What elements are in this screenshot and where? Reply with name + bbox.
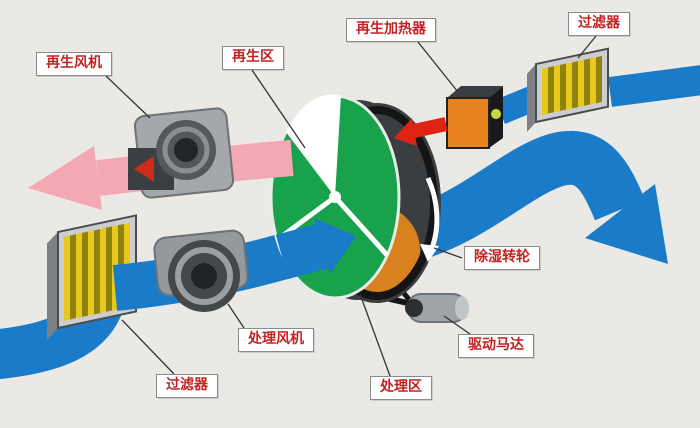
- process-fan-hub: [191, 263, 217, 289]
- label-regen-fan: 再生风机: [36, 52, 112, 76]
- label-process-fan: 处理风机: [238, 328, 314, 352]
- regen-fan-ring: [162, 126, 210, 174]
- wheel-hub: [329, 191, 341, 203]
- filter-top-pleats: [542, 55, 602, 115]
- label-regen-heater: 再生加热器: [346, 18, 436, 42]
- wheel-sector-line-right: [333, 195, 389, 257]
- process-band-tip: [275, 223, 329, 280]
- motor-pulley: [405, 299, 423, 317]
- filter-bottom-side: [47, 232, 58, 340]
- label-process-zone: 处理区: [370, 376, 432, 400]
- callout-line-process-fan: [227, 303, 245, 329]
- callout-line-regen-heater: [417, 41, 459, 93]
- regen-fan-component: [128, 107, 235, 199]
- regen-exhaust-arrowhead-icon: [28, 146, 102, 210]
- regen-fan-flow-arrow-icon: [134, 156, 154, 182]
- process-air-into-wheel: [275, 218, 356, 280]
- regen-heater-component: [446, 86, 503, 149]
- drive-motor-component: [367, 284, 469, 323]
- heater-front-face: [446, 97, 490, 149]
- label-dehumidifier-wheel: 除湿转轮: [464, 246, 540, 270]
- process-arrowhead-icon: [314, 218, 356, 274]
- wheel-regen-sector: [286, 94, 341, 197]
- callout-line-motor: [443, 315, 471, 335]
- label-filter-bottom: 过滤器: [156, 374, 218, 398]
- label-regen-zone: 再生区: [222, 46, 284, 70]
- hot-air-band: [412, 117, 448, 138]
- wheel-rotation-arrow: [425, 176, 440, 249]
- callout-line-process-zone: [359, 293, 391, 377]
- callout-lines: [105, 35, 597, 377]
- outlet-band: [393, 130, 645, 265]
- filter-top-component: [527, 47, 609, 132]
- motor-end-cap: [455, 296, 469, 320]
- outlet-arrowhead-icon: [585, 184, 668, 264]
- hot-air-arrowhead-icon: [394, 118, 417, 146]
- label-drive-motor: 驱动马达: [458, 334, 534, 358]
- process-fan-ring: [175, 247, 233, 305]
- callout-line-filter-bottom: [121, 319, 175, 375]
- process-air-outlet-arrow: [393, 130, 668, 265]
- regen-fan-hub: [174, 138, 198, 162]
- label-filter-top: 过滤器: [568, 12, 630, 36]
- regen-inlet-band: [608, 65, 700, 107]
- callout-line-regen-zone: [251, 69, 306, 149]
- hot-air-arrow: [394, 117, 448, 146]
- heater-top-face: [447, 86, 503, 98]
- callout-line-wheel: [433, 247, 463, 259]
- callout-line-regen-fan: [105, 75, 151, 119]
- callout-line-filter-top: [577, 35, 597, 59]
- process-fan-component: [153, 229, 249, 312]
- heater-indicator-dot: [490, 108, 502, 120]
- filter-top-side: [527, 64, 536, 132]
